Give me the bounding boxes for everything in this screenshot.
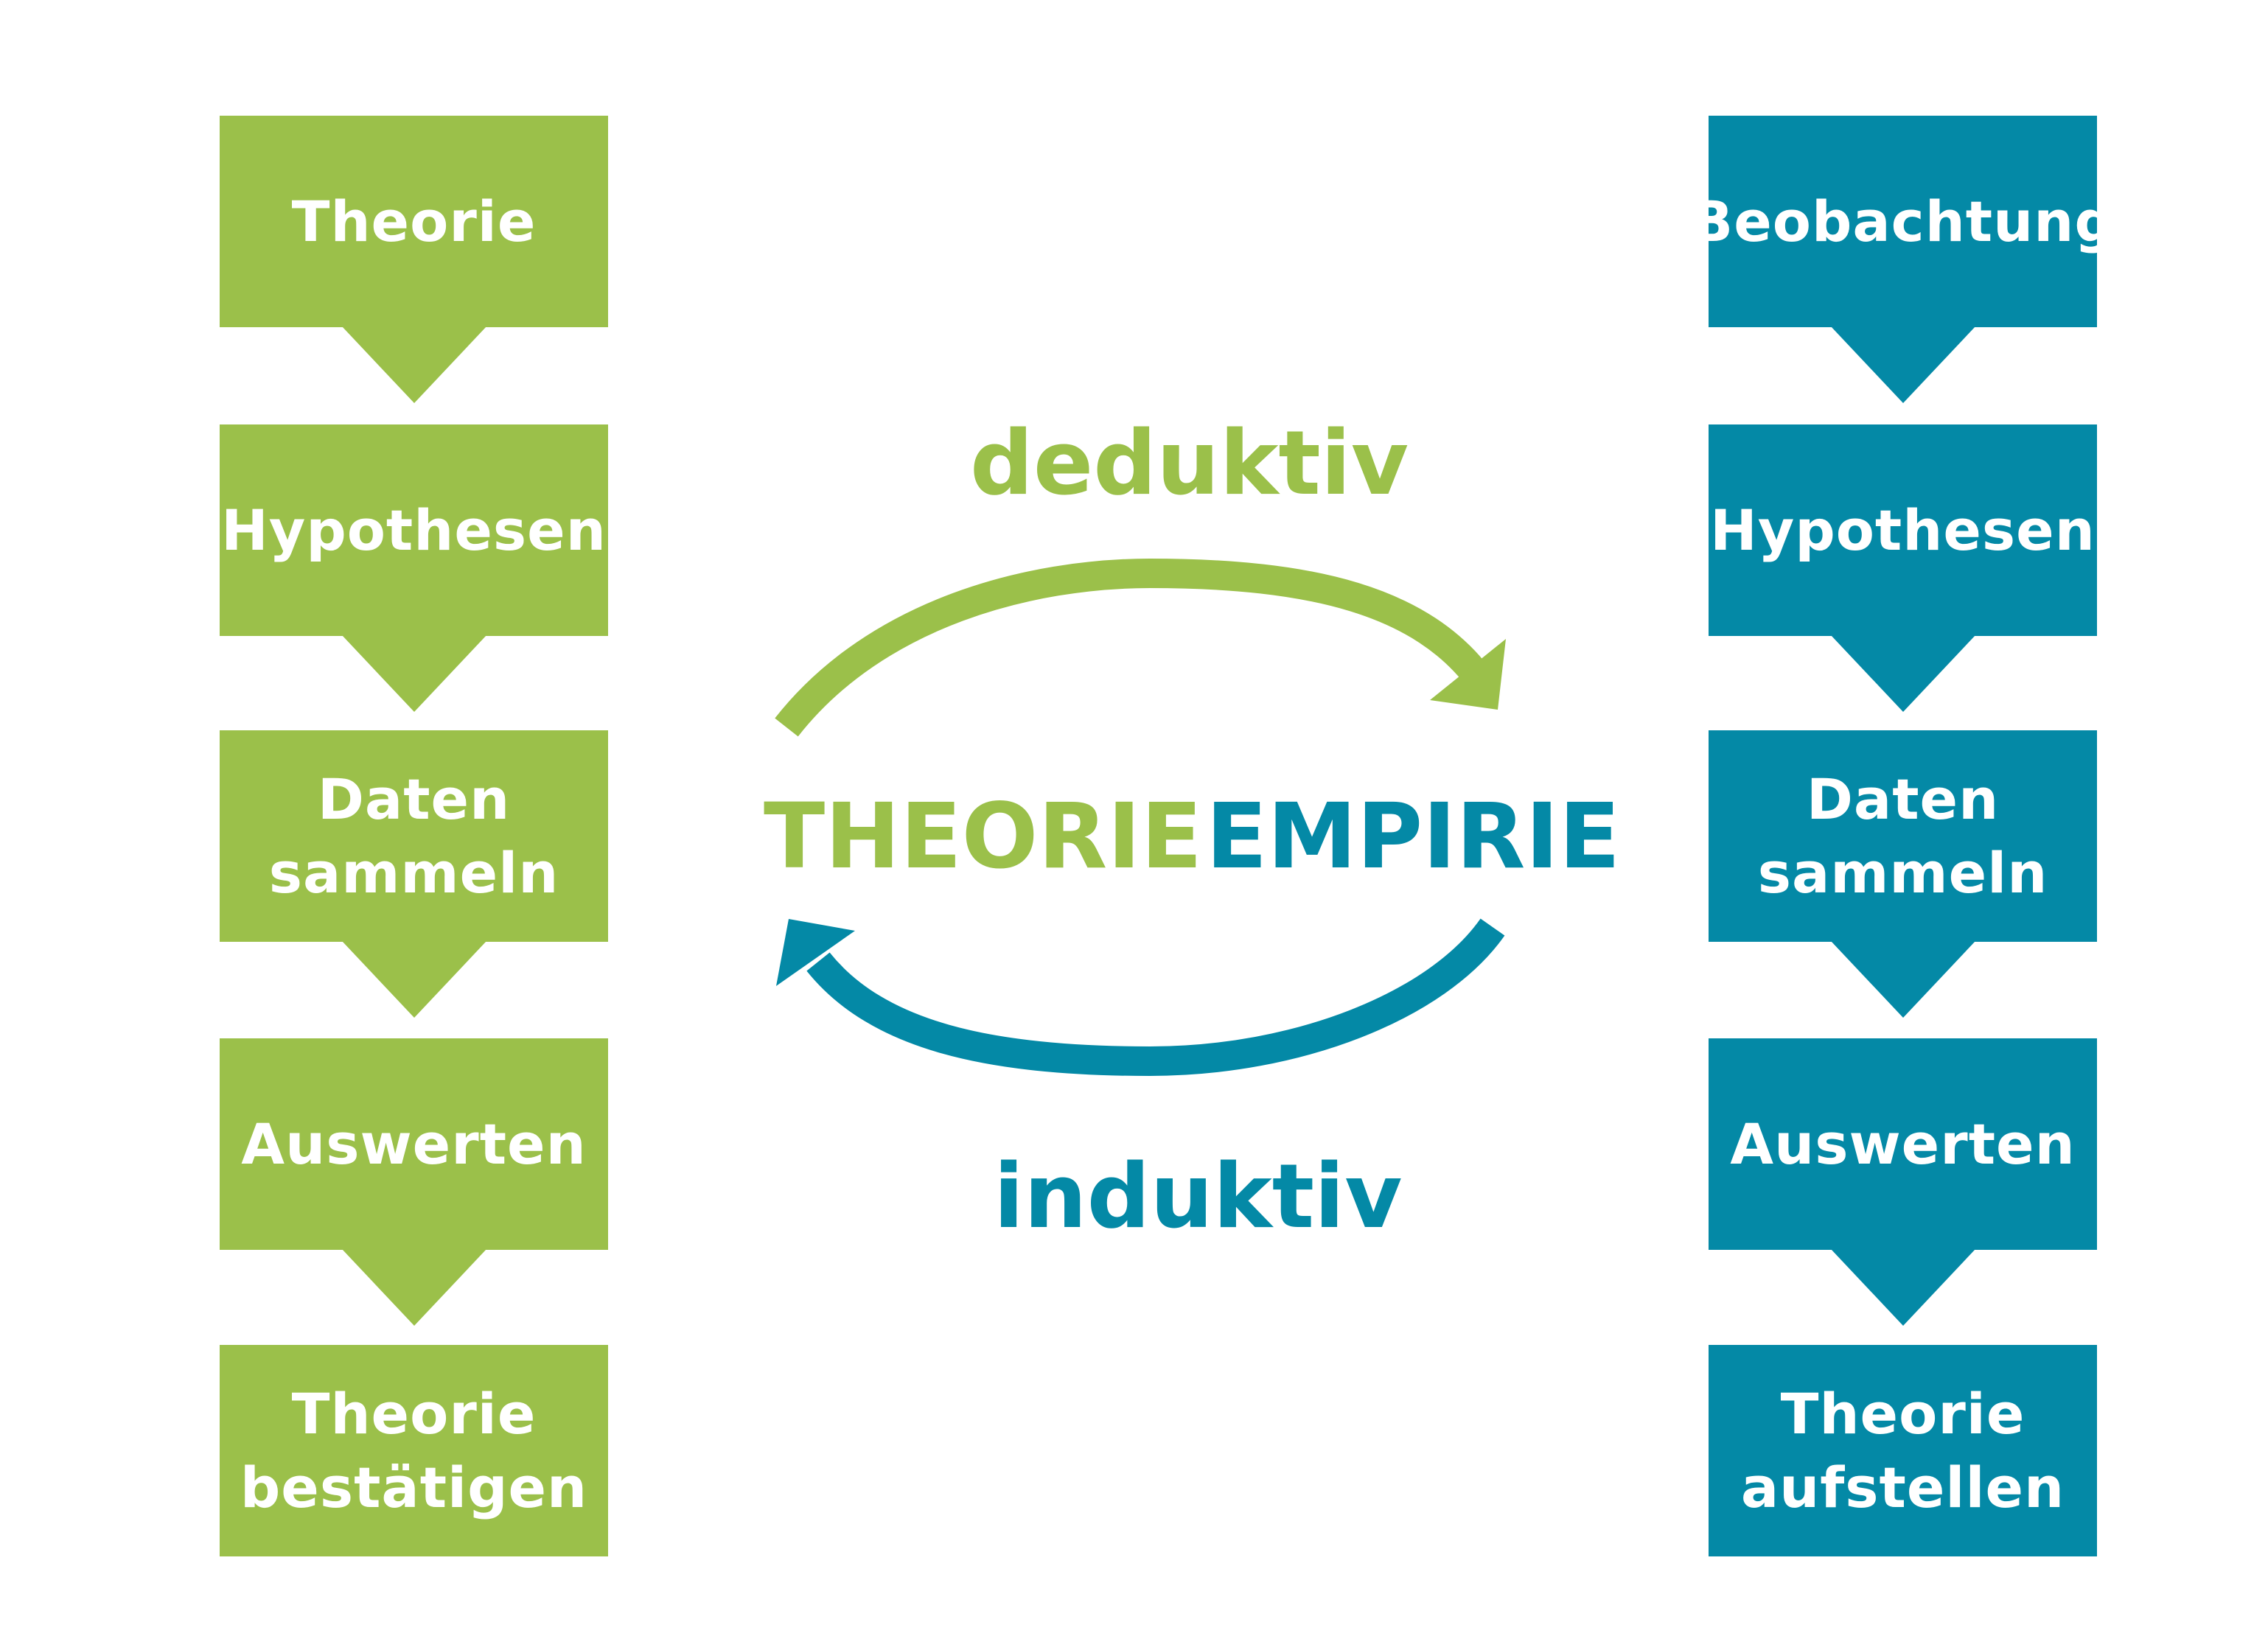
deductive-process-column: Theorie Hypothesen Daten sammeln Auswert… bbox=[220, 0, 608, 1636]
down-arrow-icon bbox=[342, 941, 486, 1018]
right-step-label: Hypothesen bbox=[1709, 424, 2097, 636]
left-step-theorie: Theorie bbox=[220, 116, 608, 403]
left-step-label: Hypothesen bbox=[220, 424, 608, 636]
theorie-term: THEORIE bbox=[764, 784, 1203, 889]
down-arrow-icon bbox=[1831, 941, 1975, 1018]
left-step-auswerten: Auswerten bbox=[220, 1038, 608, 1326]
right-step-theorie-aufstellen: Theorie aufstellen bbox=[1709, 1345, 2097, 1556]
right-step-hypothesen: Hypothesen bbox=[1709, 424, 2097, 712]
left-step-label: Daten sammeln bbox=[220, 730, 608, 942]
down-arrow-icon bbox=[1831, 1249, 1975, 1326]
right-step-daten-sammeln: Daten sammeln bbox=[1709, 730, 2097, 1018]
left-step-hypothesen: Hypothesen bbox=[220, 424, 608, 712]
right-step-beobachtung: Beobachtung bbox=[1690, 116, 2115, 403]
down-arrow-icon bbox=[1831, 635, 1975, 712]
deduktiv-arrow-icon bbox=[775, 558, 1506, 737]
inductive-process-column: Beobachtung Hypothesen Daten sammeln Aus… bbox=[1690, 0, 2115, 1636]
left-step-label: Theorie bbox=[220, 116, 608, 327]
induktiv-arrow-icon bbox=[776, 918, 1505, 1077]
right-step-label: Theorie aufstellen bbox=[1709, 1345, 2097, 1556]
left-step-label: Auswerten bbox=[220, 1038, 608, 1250]
down-arrow-icon bbox=[342, 326, 486, 403]
left-step-theorie-bestaetigen: Theorie bestätigen bbox=[220, 1345, 608, 1556]
left-step-daten-sammeln: Daten sammeln bbox=[220, 730, 608, 1018]
down-arrow-icon bbox=[342, 635, 486, 712]
induktiv-label: induktiv bbox=[994, 1146, 1403, 1248]
deduktiv-label: deduktiv bbox=[970, 413, 1409, 515]
right-step-label: Auswerten bbox=[1709, 1038, 2097, 1250]
right-step-label: Daten sammeln bbox=[1709, 730, 2097, 942]
empirie-term: EMPIRIE bbox=[1206, 784, 1621, 889]
right-step-label: Beobachtung bbox=[1690, 116, 2115, 327]
left-step-label: Theorie bestätigen bbox=[220, 1345, 608, 1556]
down-arrow-icon bbox=[1831, 326, 1975, 403]
right-step-auswerten: Auswerten bbox=[1709, 1038, 2097, 1326]
down-arrow-icon bbox=[342, 1249, 486, 1326]
